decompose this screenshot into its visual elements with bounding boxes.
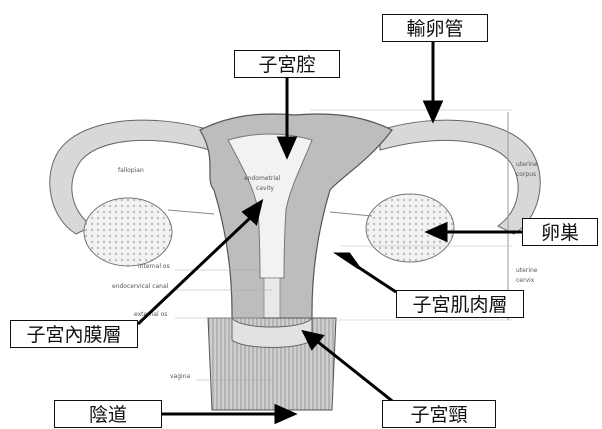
- faint-label-cavity: cavity: [256, 185, 275, 192]
- label-cervix: 子宮頸: [382, 400, 496, 428]
- faint-label-uterine: uterine: [516, 161, 538, 168]
- ovary-left: [84, 198, 172, 266]
- label-endometrium: 子宮內膜層: [10, 320, 138, 348]
- faint-label-endocervical: endocervical canal: [112, 283, 169, 290]
- faint-label-internal-os: internal os: [138, 263, 170, 270]
- faint-label-vagina: vagina: [170, 373, 191, 380]
- label-myometrium: 子宮肌肉層: [396, 290, 524, 318]
- endocervical-canal: [264, 278, 280, 322]
- label-vagina: 陰道: [54, 400, 162, 428]
- faint-label-fallopian: fallopian: [118, 167, 144, 174]
- label-uterine-cavity: 子宮腔: [234, 50, 340, 78]
- faint-label-uterine2: uterine: [516, 267, 538, 274]
- faint-label-cervix: cervix: [516, 277, 535, 284]
- faint-label-corpus: corpus: [516, 171, 536, 178]
- faint-label-endometrial: endometrial: [244, 175, 281, 182]
- label-fallopian-tube: 輸卵管: [382, 14, 488, 42]
- label-ovary: 卵巣: [522, 218, 598, 246]
